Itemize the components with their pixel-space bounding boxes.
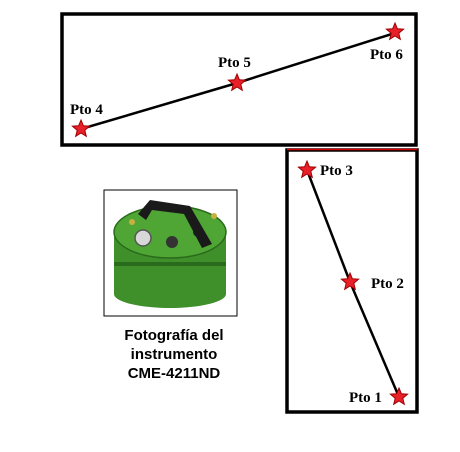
label-pto2: Pto 2 [371,276,404,292]
line-pto3-pto2 [305,169,352,283]
instrument-screw-2 [211,213,217,219]
photo-caption: Fotografía del instrumento CME-4211ND [96,326,252,383]
instrument-knob [166,236,178,248]
label-pto1: Pto 1 [349,390,382,406]
instrument-screw [129,219,135,225]
instrument-handle [138,200,212,248]
instrument-gauge [134,229,152,247]
instrument-seam [114,262,226,266]
instrument-base [114,280,226,308]
instrument-top [113,205,227,259]
caption-line-1: Fotografía del [124,327,224,344]
caption-line-2: instrumento [130,346,218,363]
label-pto6: Pto 6 [370,47,403,63]
label-pto5: Pto 5 [218,55,251,71]
label-pto3: Pto 3 [320,163,353,179]
star-icon-pto4 [71,118,91,138]
line-pto5-pto6 [236,31,396,85]
label-pto4: Pto 4 [70,102,103,118]
line-pto2-pto1 [348,281,401,398]
star-icon-pto2 [340,271,360,291]
area-top-frame [60,12,418,147]
star-icon-pto6 [385,21,405,41]
star-icon-pto1 [389,386,409,406]
star-icon-pto3 [297,159,317,179]
star-icon-pto5 [227,72,247,92]
line-pto4-pto5 [80,81,238,131]
caption-line-3: CME-4211ND [127,365,221,382]
instrument-photo [103,189,238,317]
